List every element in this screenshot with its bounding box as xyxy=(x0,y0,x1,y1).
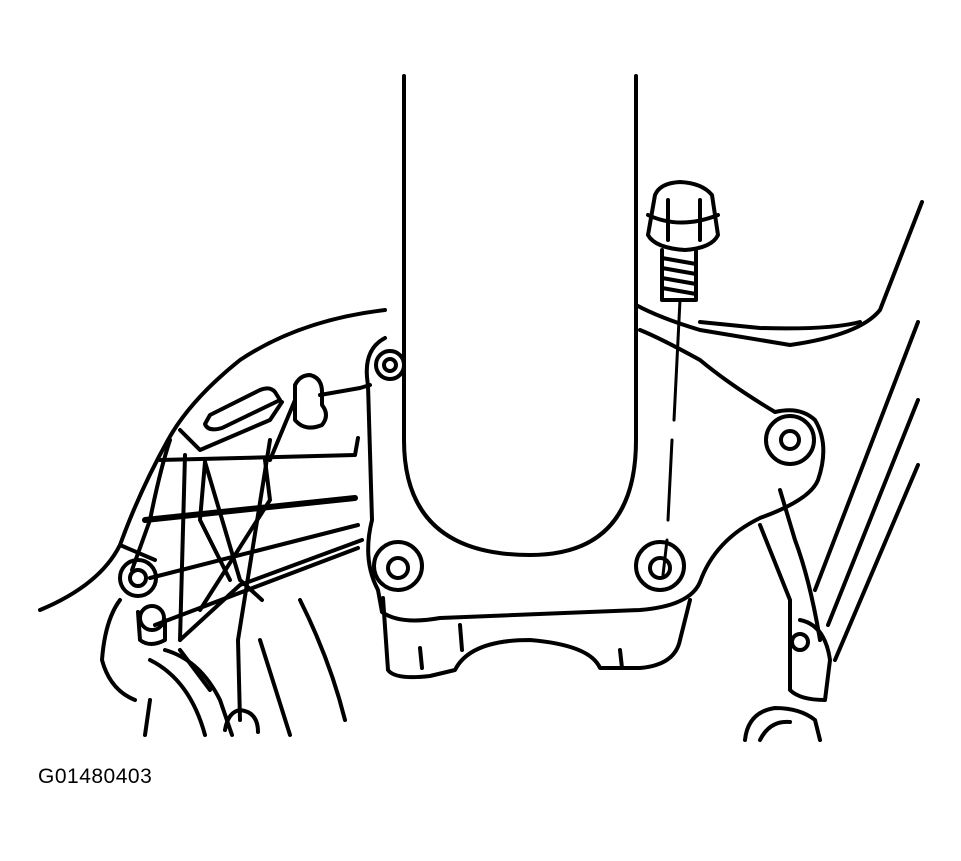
flange-bolt-hole-right-inner xyxy=(779,429,801,451)
left-bracket-assembly xyxy=(38,308,387,737)
flange-bolt-hole-bottom-left xyxy=(372,540,424,592)
bolt-alignment-line xyxy=(661,298,682,577)
bracket-bolt-2 xyxy=(138,604,166,632)
flange-bolt-hole-right xyxy=(764,414,816,466)
flange-bolt-hole-top-left-inner xyxy=(382,357,398,373)
mounting-flange xyxy=(364,328,826,680)
bracket-bolt-1 xyxy=(118,558,158,598)
flange-bolt-hole-top-left xyxy=(374,349,406,381)
flange-bolt-hole-bottom-left-inner xyxy=(386,556,410,580)
figure-code-label: G01480403 xyxy=(38,765,153,788)
vertical-tube xyxy=(402,74,638,557)
hex-bolt xyxy=(646,180,720,577)
flange-bolt-hole-bottom-right xyxy=(634,540,686,592)
right-housing xyxy=(634,200,924,742)
flange-bolt-hole-bottom-right-inner xyxy=(648,556,672,580)
